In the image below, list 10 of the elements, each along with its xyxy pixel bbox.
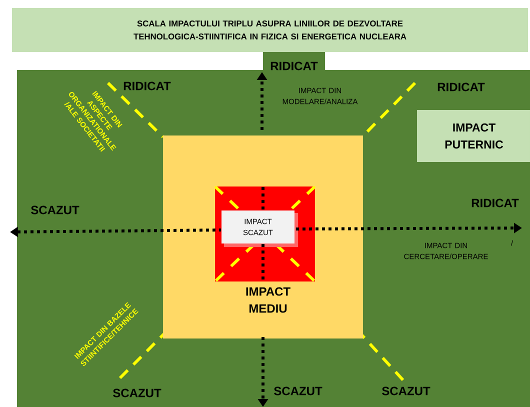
axis-label: RIDICAT (438, 82, 485, 92)
axis-label: SCAZUT (31, 206, 80, 214)
title-banner: SCALA IMPACTULUI TRIPLU ASUPRA LINIILOR DE DEZVOLTARE TEHNOLOGICA-STIINTIFICA IN FIZICA SI ENERGETICA NUCLEARA (12, 8, 528, 52)
axis-label: SCAZUT (382, 386, 430, 396)
axis-label: RIDICAT (124, 82, 171, 90)
axis-label: RIDICAT (472, 198, 519, 208)
impact-box: IMPACT PUTERNIC (417, 110, 530, 162)
axis-label: SCAZUT (113, 388, 162, 398)
axis-label: SCAZUT (274, 386, 322, 396)
axis-label: RIDICAT (270, 62, 318, 70)
